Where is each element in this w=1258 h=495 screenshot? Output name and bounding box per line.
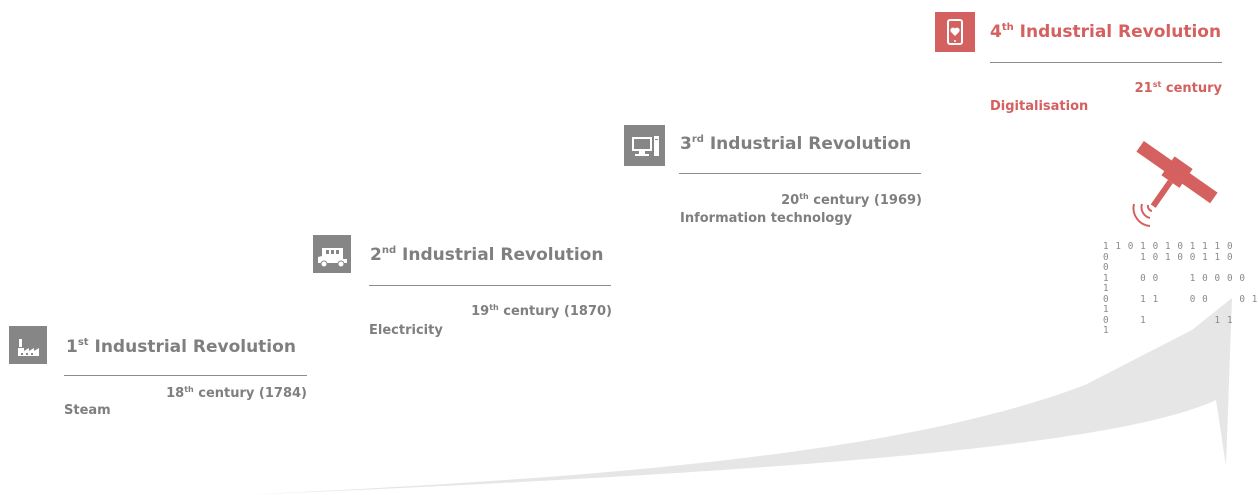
stage-4-title: 4th Industrial Revolution [990, 22, 1222, 42]
stage-1-century: 18th century (1784) [166, 385, 307, 401]
stage-2-title: 2nd Industrial Revolution [370, 245, 604, 265]
binary-line: 1 [1103, 283, 1110, 294]
binary-line: 0 1 1 1 [1103, 314, 1234, 326]
stage-3-technology: Information technology [680, 211, 853, 226]
stage-4-divider [990, 62, 1222, 63]
stage-3-title: 3rd Industrial Revolution [680, 134, 912, 154]
satellite-icon [1132, 140, 1218, 227]
stage-1-technology: Steam [64, 403, 111, 418]
stage-2-century: 19th century (1870) [471, 303, 612, 319]
binary-line: 1 [1103, 325, 1110, 336]
tablet-heart-icon [935, 12, 975, 52]
binary-line: 0 [1103, 262, 1110, 273]
stage-4-technology: Digitalisation [990, 99, 1089, 114]
stage-1-divider [64, 375, 307, 376]
binary-line: 1 0 0 1 0 0 0 0 [1103, 272, 1246, 284]
stage-3-divider [679, 173, 921, 174]
stage-2-technology: Electricity [369, 323, 443, 338]
stage-1-title: 1st Industrial Revolution [66, 337, 296, 357]
binary-line: 1 1 0 1 0 1 0 1 1 1 0 [1103, 241, 1234, 252]
factory-icon [9, 326, 47, 364]
car-icon [313, 235, 351, 273]
binary-line: 1 [1103, 304, 1110, 315]
stage-4-century: 21st century [1134, 80, 1222, 96]
binary-line: 0 1 1 0 0 0 1 [1103, 293, 1258, 305]
stage-3-century: 20th century (1969) [781, 192, 922, 208]
computer-icon [624, 125, 665, 166]
stage-2-divider [369, 285, 611, 286]
growth-arrow [240, 298, 1232, 495]
binary-line: 0 1 0 1 0 0 1 1 0 [1103, 251, 1234, 263]
